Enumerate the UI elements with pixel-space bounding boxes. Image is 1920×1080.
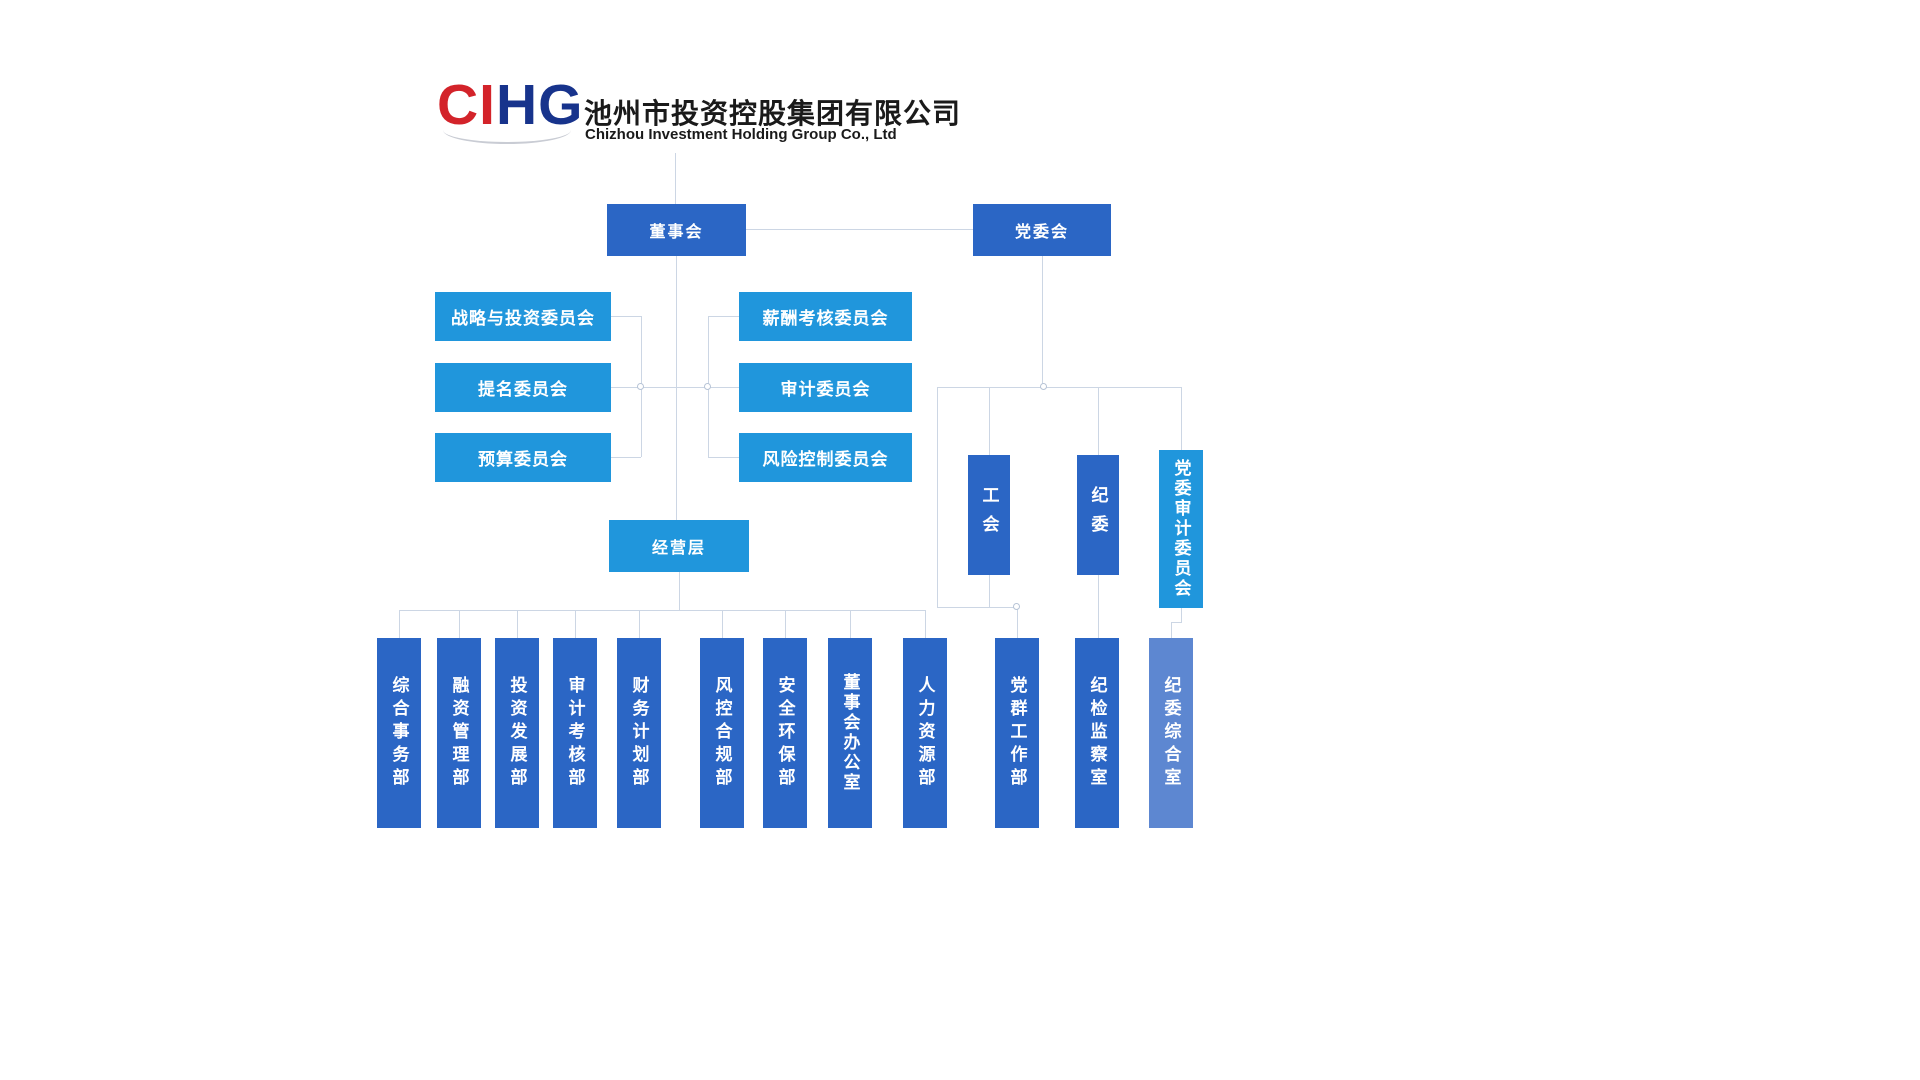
- connector-line: [708, 457, 739, 458]
- connector-line: [1098, 575, 1099, 638]
- company-name-cn: 池州市投资控股集团有限公司: [584, 98, 962, 129]
- node-discipline-inspection-office: 纪检监察室: [1075, 638, 1119, 828]
- connector-line: [675, 153, 676, 204]
- connector-line: [989, 387, 990, 455]
- connector-line: [1042, 256, 1043, 387]
- node-risk-control-committee: 风险控制委员会: [739, 433, 912, 482]
- company-name-en: Chizhou Investment Holding Group Co., Lt…: [585, 126, 897, 143]
- connector-node-dot: [704, 383, 711, 390]
- connector-line: [399, 610, 925, 611]
- connector-line: [517, 610, 518, 638]
- connector-line: [937, 607, 1017, 608]
- connector-line: [937, 387, 938, 607]
- connector-line: [850, 610, 851, 638]
- connector-line: [1171, 622, 1172, 638]
- connector-line: [676, 256, 677, 520]
- node-dept-audit-assessment: 审计考核部: [553, 638, 597, 828]
- node-dept-human-resources: 人力资源部: [903, 638, 947, 828]
- connector-line: [1181, 387, 1182, 450]
- node-dept-financing-management: 融资管理部: [437, 638, 481, 828]
- node-dept-investment-development: 投资发展部: [495, 638, 539, 828]
- node-dept-safety-environment: 安全环保部: [763, 638, 807, 828]
- node-audit-committee: 审计委员会: [739, 363, 912, 412]
- connector-line: [925, 610, 926, 638]
- connector-line: [1017, 607, 1018, 638]
- node-discipline-general-office: 纪委综合室: [1149, 638, 1193, 828]
- connector-line: [937, 387, 1181, 388]
- connector-line: [459, 610, 460, 638]
- connector-node-dot: [1013, 603, 1020, 610]
- connector-line: [679, 572, 680, 610]
- node-labor-union: 工会: [968, 455, 1010, 575]
- node-budget-committee: 预算委员会: [435, 433, 611, 482]
- node-dept-risk-compliance: 风控合规部: [700, 638, 744, 828]
- connector-line: [399, 610, 400, 638]
- node-nomination-committee: 提名委员会: [435, 363, 611, 412]
- logo-swoosh: [443, 98, 571, 144]
- connector-line: [1171, 622, 1182, 623]
- node-party-audit-committee: 党委审计委员会: [1159, 450, 1203, 608]
- connector-line: [611, 387, 739, 388]
- connector-node-dot: [1040, 383, 1047, 390]
- connector-line: [1181, 608, 1182, 623]
- node-dept-party-mass-work: 党群工作部: [995, 638, 1039, 828]
- connector-line: [1098, 387, 1099, 455]
- node-board-of-directors: 董事会: [607, 204, 746, 256]
- node-compensation-assessment-committee: 薪酬考核委员会: [739, 292, 912, 341]
- connector-line: [639, 610, 640, 638]
- node-dept-finance-planning: 财务计划部: [617, 638, 661, 828]
- node-dept-board-office: 董事会办公室: [828, 638, 872, 828]
- connector-line: [708, 316, 739, 317]
- connector-line: [989, 575, 990, 607]
- connector-line: [611, 457, 641, 458]
- connector-line: [746, 229, 973, 230]
- node-management-layer: 经营层: [609, 520, 749, 572]
- node-dept-general-affairs: 综合事务部: [377, 638, 421, 828]
- connector-line: [575, 610, 576, 638]
- node-strategy-investment-committee: 战略与投资委员会: [435, 292, 611, 341]
- node-discipline-committee: 纪委: [1077, 455, 1119, 575]
- connector-line: [722, 610, 723, 638]
- connector-line: [611, 316, 641, 317]
- connector-line: [785, 610, 786, 638]
- connector-node-dot: [637, 383, 644, 390]
- node-party-committee: 党委会: [973, 204, 1111, 256]
